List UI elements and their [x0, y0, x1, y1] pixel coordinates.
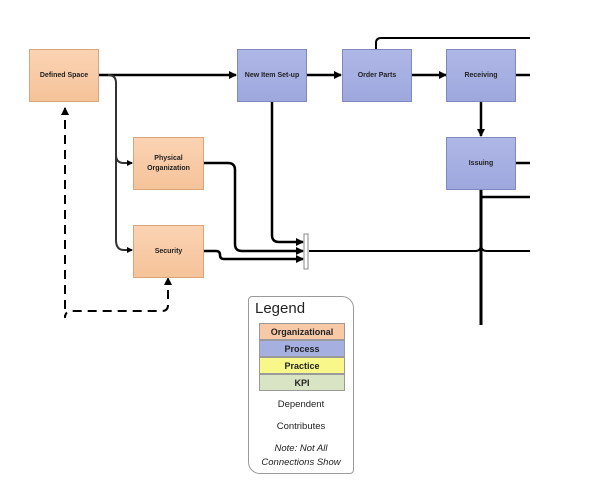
box-defined-space[interactable]: Defined Space: [29, 49, 99, 102]
box-label: Defined Space: [39, 71, 89, 79]
connector-new-item-to-junction: [270, 102, 304, 246]
legend-note-line1: Note: Not All: [274, 443, 328, 454]
box-receiving[interactable]: Receiving: [446, 49, 516, 102]
connector-security-to-junction: [204, 249, 304, 263]
box-label: Physical Organization: [147, 155, 190, 172]
box-label: Security: [154, 247, 183, 255]
box-label: New Item Set-up: [244, 71, 300, 79]
connector-dashed-arrowhead-security: [164, 277, 172, 285]
box-issuing[interactable]: Issuing: [446, 137, 516, 190]
connector-physical-org-to-junction: [204, 161, 304, 255]
box-label: Receiving: [464, 71, 498, 79]
connector-defined-space-branch: [107, 74, 133, 253]
legend-note-line2: Connections Show: [261, 457, 341, 468]
box-security[interactable]: Security: [133, 225, 204, 278]
junction-bar: [303, 233, 309, 270]
legend-kpi: KPI: [259, 374, 345, 391]
legend-title: Legend: [255, 300, 306, 317]
box-label: Order Parts: [357, 71, 397, 79]
legend-dependent-label: Dependent: [277, 399, 325, 410]
legend-contributes-label: Contributes: [276, 421, 326, 432]
legend-organizational: Organizational: [259, 323, 345, 340]
box-physical-organization[interactable]: Physical Organization: [133, 137, 204, 190]
box-label: Issuing: [468, 159, 494, 167]
connector-junction-output: [309, 244, 530, 252]
connector-order-parts-top: [375, 37, 530, 49]
legend-process: Process: [259, 340, 345, 357]
connector-security-to-defined-space-dashed: [61, 107, 169, 319]
legend-practice: Practice: [259, 357, 345, 374]
connector-to-physical-organization: [115, 154, 133, 166]
box-new-item-setup[interactable]: New Item Set-up: [237, 49, 307, 102]
box-order-parts[interactable]: Order Parts: [342, 49, 412, 102]
legend: Legend Organizational Process Practice K…: [248, 296, 354, 474]
